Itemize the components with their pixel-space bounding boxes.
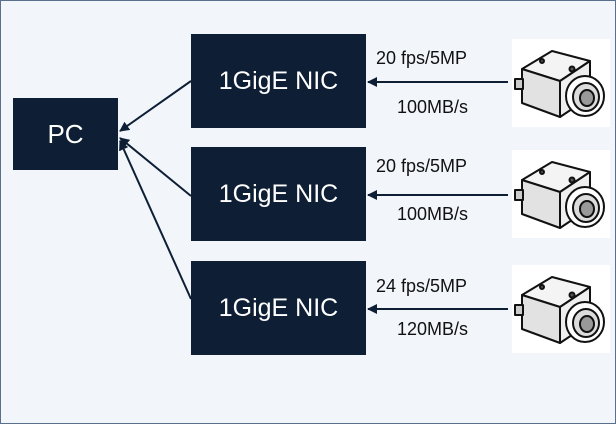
link-bandwidth-label-1: 100MB/s bbox=[397, 97, 469, 117]
nic-label: 1GigE NIC bbox=[218, 66, 339, 95]
link-rate-label-3: 24 fps/5MP bbox=[376, 276, 468, 296]
pc-label: PC bbox=[47, 118, 84, 149]
nic-label: 1GigE NIC bbox=[218, 293, 339, 322]
camera-icon-graphic bbox=[514, 50, 605, 118]
camera-icon-graphic bbox=[514, 276, 605, 344]
link-bandwidth-label-3: 120MB/s bbox=[397, 319, 469, 339]
nic-box-1: 1GigE NIC bbox=[191, 34, 366, 128]
camera-icon bbox=[512, 39, 610, 127]
link-nic3-pc bbox=[119, 140, 192, 300]
link-nic2-pc bbox=[119, 137, 192, 197]
camera-icon bbox=[512, 265, 610, 353]
link-nic1-pc bbox=[119, 80, 192, 132]
camera-icon-graphic bbox=[514, 161, 605, 229]
nic-box-3: 1GigE NIC bbox=[191, 261, 366, 355]
link-rate-label-2: 20 fps/5MP bbox=[376, 156, 468, 176]
link-rate-label-1: 20 fps/5MP bbox=[376, 48, 468, 68]
nic-box-2: 1GigE NIC bbox=[191, 147, 366, 241]
link-bandwidth-label-2: 100MB/s bbox=[397, 204, 469, 224]
pc-box: PC bbox=[13, 98, 118, 170]
nic-label: 1GigE NIC bbox=[218, 179, 339, 208]
camera-icon bbox=[512, 150, 610, 238]
